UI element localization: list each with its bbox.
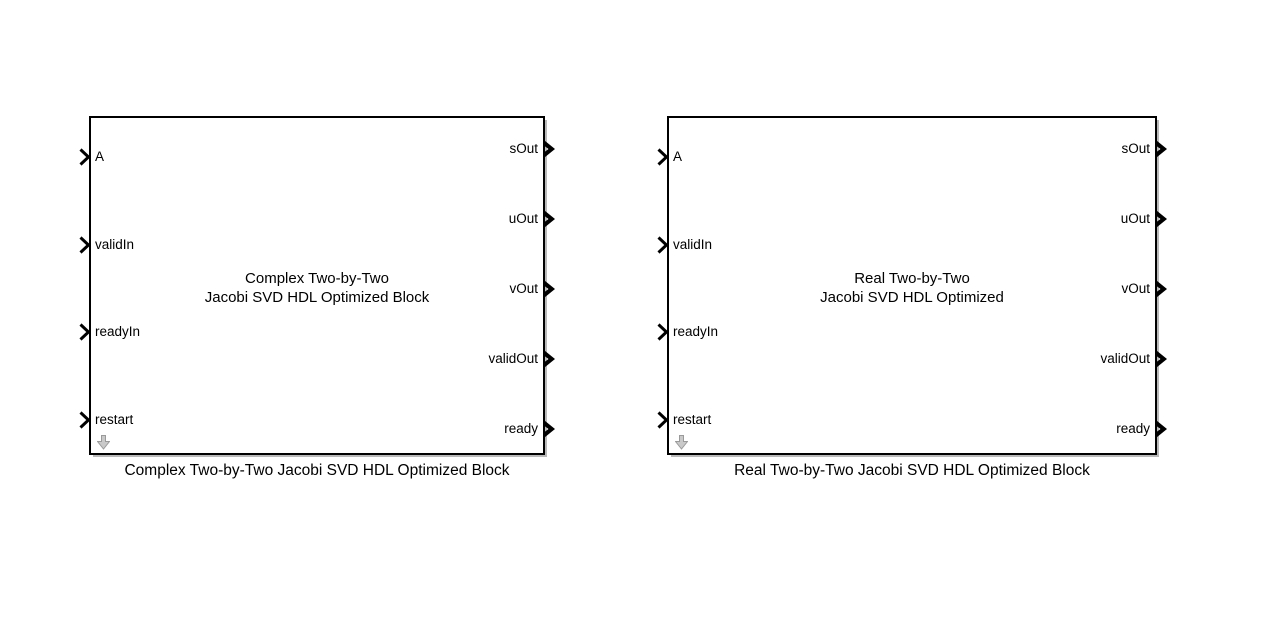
output-port-label: validOut [1100,351,1150,366]
output-port-sOut[interactable]: sOut [1121,140,1168,158]
output-port-arrow-icon [544,420,556,438]
block-title: Real Two-by-Two Jacobi SVD HDL Optimized [669,270,1155,307]
input-port-label: validIn [673,237,713,252]
output-port-uOut[interactable]: uOut [1121,210,1168,228]
output-port-label: ready [504,421,538,436]
input-port-readyIn[interactable]: readyIn [79,323,140,341]
input-port-validIn[interactable]: validIn [79,236,134,254]
output-port-label: vOut [509,281,538,296]
block-name-caption[interactable]: Real Two-by-Two Jacobi SVD HDL Optimized… [734,462,1090,479]
input-port-A[interactable]: A [79,148,104,166]
output-port-ready[interactable]: ready [504,420,556,438]
input-port-label: readyIn [95,324,141,339]
block-complex-two-by-two-jacobi-svd[interactable]: Complex Two-by-Two Jacobi SVD HDL Optimi… [79,116,555,455]
input-port-label: A [673,149,683,164]
output-port-validOut[interactable]: validOut [488,350,556,368]
block-real-two-by-two-jacobi-svd[interactable]: Real Two-by-Two Jacobi SVD HDL Optimized… [657,116,1167,455]
output-port-arrow-icon [544,280,556,298]
input-port-label: restart [673,412,712,427]
input-port-chevron-icon [79,236,90,254]
input-port-validIn[interactable]: validIn [657,236,712,254]
input-port-chevron-icon [657,236,668,254]
block-title-line-1: Complex Two-by-Two [245,270,389,287]
input-port-chevron-icon [657,411,668,429]
block-title-line-2: Jacobi SVD HDL Optimized Block [204,288,430,306]
input-port-label: readyIn [673,324,719,339]
input-port-chevron-icon [79,323,90,341]
output-port-label: sOut [509,141,538,156]
input-port-chevron-icon [79,411,90,429]
output-port-label: validOut [488,351,538,366]
input-port-chevron-icon [657,323,668,341]
input-port-readyIn[interactable]: readyIn [657,323,718,341]
output-port-ready[interactable]: ready [1116,420,1168,438]
input-port-A[interactable]: A [657,148,682,166]
output-port-label: vOut [1121,281,1150,296]
block-title-line-1: Real Two-by-Two [854,270,970,287]
down-arrow-badge-icon[interactable] [674,435,689,450]
block-name-caption[interactable]: Complex Two-by-Two Jacobi SVD HDL Optimi… [124,462,510,479]
output-port-label: sOut [1121,141,1150,156]
output-port-arrow-icon [1156,140,1168,158]
output-port-label: uOut [1120,211,1150,226]
block-title-line-2: Jacobi SVD HDL Optimized [820,288,1004,306]
output-port-arrow-icon [544,140,556,158]
output-port-arrow-icon [544,210,556,228]
input-port-label: restart [95,412,134,427]
output-port-arrow-icon [1156,350,1168,368]
output-port-vOut[interactable]: vOut [1121,280,1168,298]
output-port-validOut[interactable]: validOut [1100,350,1168,368]
down-arrow-badge-icon[interactable] [96,435,111,450]
output-port-uOut[interactable]: uOut [509,210,556,228]
output-port-sOut[interactable]: sOut [509,140,556,158]
output-port-label: uOut [508,211,538,226]
input-port-chevron-icon [657,148,668,166]
output-port-arrow-icon [1156,420,1168,438]
block-title: Complex Two-by-Two Jacobi SVD HDL Optimi… [91,270,543,307]
input-port-restart[interactable]: restart [79,411,133,429]
output-port-arrow-icon [544,350,556,368]
input-port-label: validIn [95,237,135,252]
input-port-restart[interactable]: restart [657,411,711,429]
output-port-vOut[interactable]: vOut [509,280,556,298]
input-port-chevron-icon [79,148,90,166]
output-port-label: ready [1116,421,1150,436]
output-port-arrow-icon [1156,280,1168,298]
output-port-arrow-icon [1156,210,1168,228]
input-port-label: A [95,149,105,164]
